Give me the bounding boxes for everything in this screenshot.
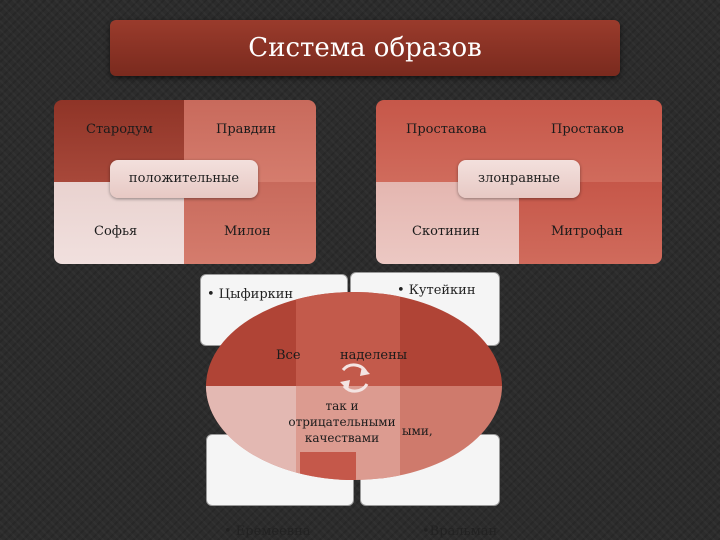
positive-label: положительные	[110, 160, 258, 198]
label-sofya: Софья	[94, 224, 138, 239]
label-mitrofan: Митрофан	[551, 224, 623, 239]
title-text: Система образов	[248, 33, 482, 63]
center-text-fragment: ыми,	[402, 424, 433, 438]
center-text-line3: отрицательными	[288, 415, 396, 429]
label-kuteikin: • Кутейкин	[397, 283, 476, 298]
cycle-arrows-icon	[340, 363, 370, 393]
label-milon: Милон	[224, 224, 271, 239]
center-text-line4: качествами	[304, 431, 380, 445]
positive-label-text: положительные	[128, 171, 240, 186]
label-eremeevna: • Еремеевна	[224, 524, 311, 539]
label-vralman: •Вральман	[422, 524, 498, 539]
label-tsyfirkin: • Цыфиркин	[207, 287, 294, 302]
label-skotinin: Скотинин	[412, 224, 480, 239]
center-text-block: так и отрицательными качествами	[276, 398, 408, 446]
label-prostakova: Простакова	[406, 122, 487, 137]
label-prostakov: Простаков	[551, 122, 624, 137]
center-text-line2: так и	[325, 399, 359, 413]
label-starodum: Стародум	[86, 122, 153, 137]
ellipse-strip-top	[296, 292, 400, 386]
center-text-vse: Все	[276, 348, 301, 363]
title-bar: Система образов	[110, 20, 620, 76]
label-pravdin: Правдин	[216, 122, 277, 137]
negative-label: злонравные	[458, 160, 580, 198]
ellipse-notch	[300, 452, 356, 480]
negative-label-text: злонравные	[478, 171, 560, 186]
center-text-nadeleny: наделены	[340, 348, 408, 363]
